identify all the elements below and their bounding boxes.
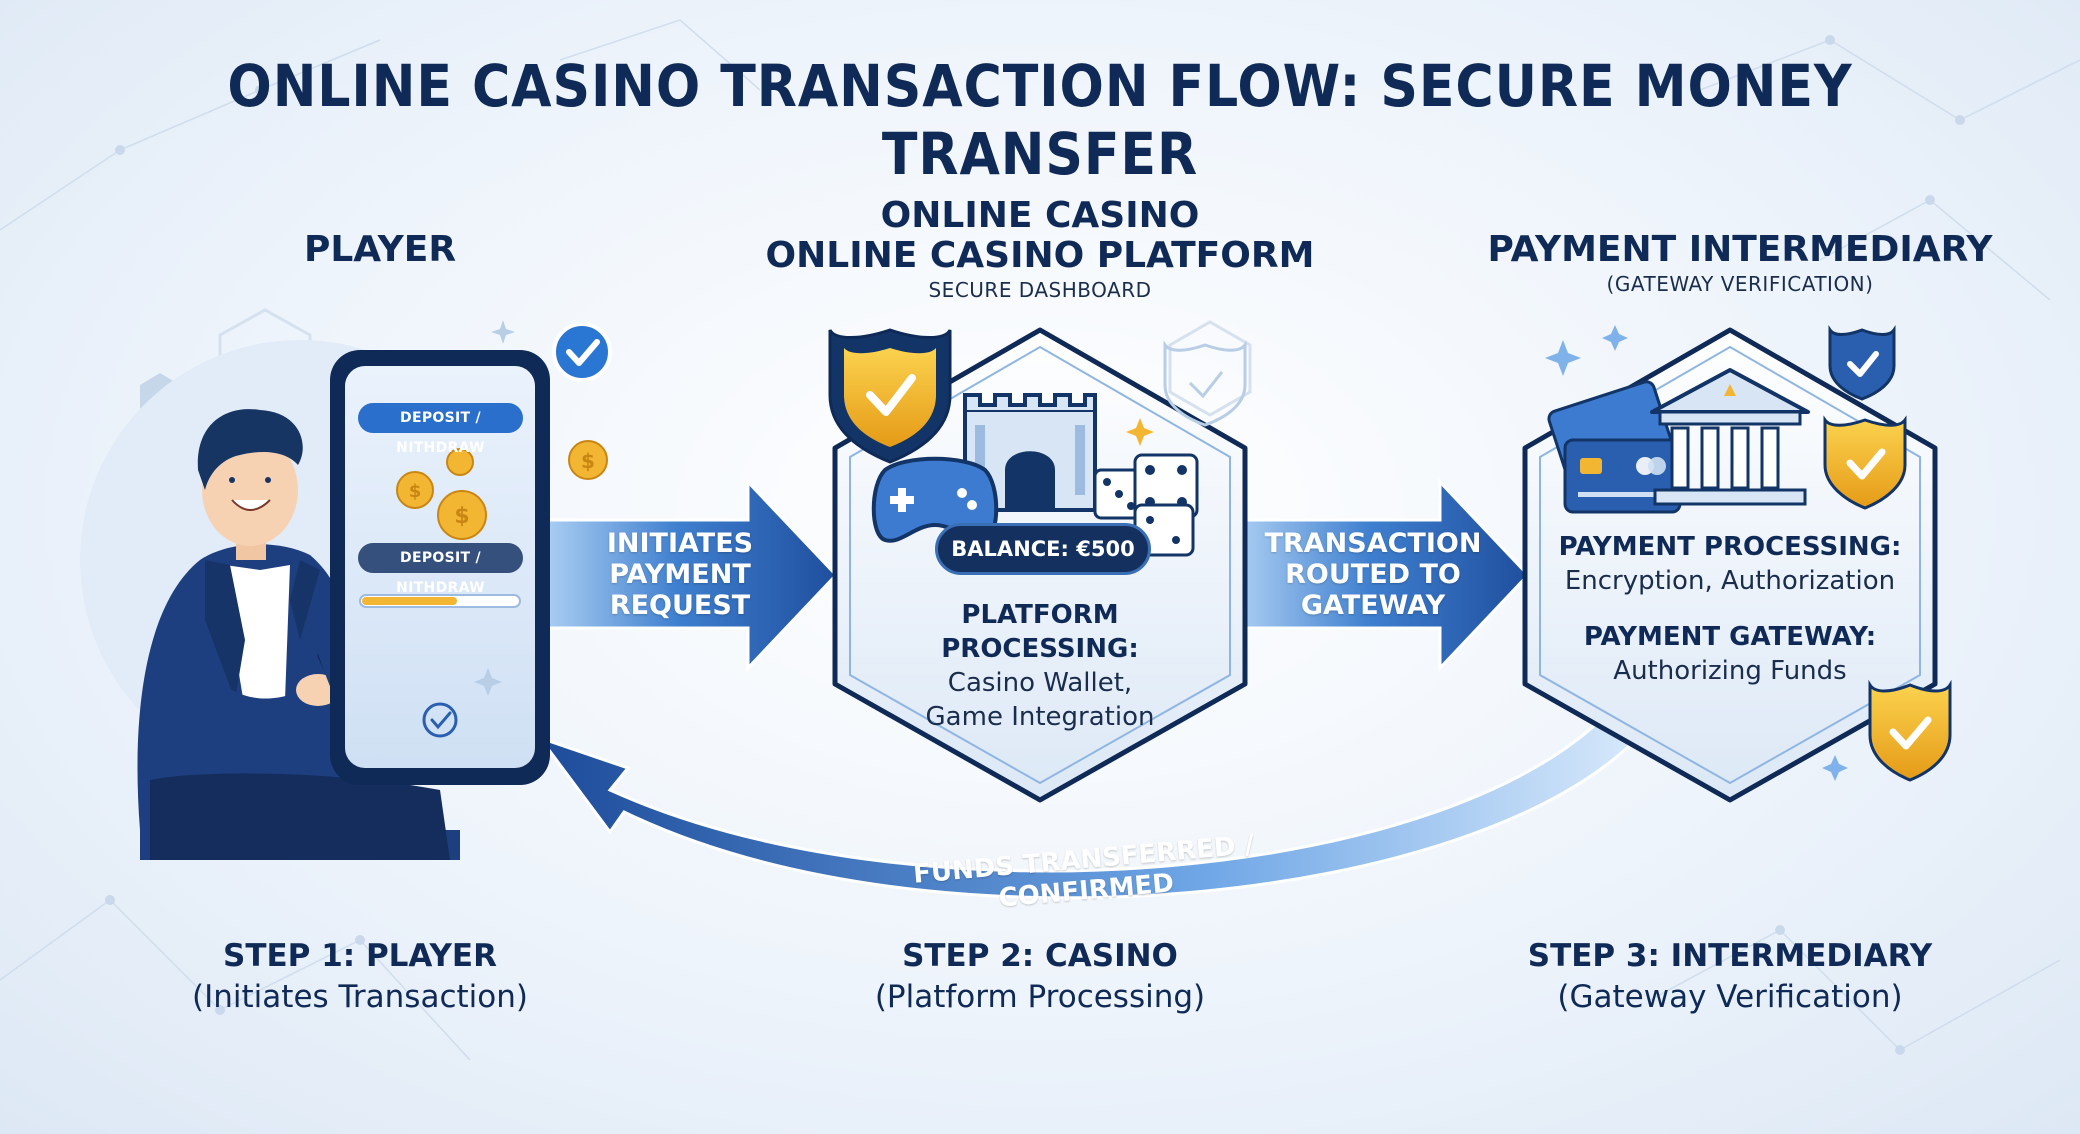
step-2-subtitle: (Platform Processing) bbox=[874, 979, 1206, 1015]
intermediary-heading-title: PAYMENT INTERMEDIARY bbox=[1487, 229, 1993, 270]
sparkle-icon bbox=[1545, 325, 1848, 781]
step-1-title: STEP 1: PLAYER bbox=[223, 938, 497, 974]
intermediary-heading: PAYMENT INTERMEDIARY (GATEWAY VERIFICATI… bbox=[1480, 230, 2000, 298]
intermediary-processing-text: PAYMENT PROCESSING: Encryption, Authoriz… bbox=[1545, 530, 1915, 688]
casino-processing-title: PLATFORM PROCESSING: bbox=[941, 600, 1139, 664]
step-3: STEP 3: INTERMEDIARY (Gateway Verificati… bbox=[1520, 936, 1940, 1018]
step-3-subtitle: (Gateway Verification) bbox=[1557, 979, 1903, 1015]
casino-subheading: SECURE DASHBOARD bbox=[928, 278, 1152, 302]
balance-badge: BALANCE: €500 bbox=[935, 523, 1151, 575]
payment-processing-title: PAYMENT PROCESSING: bbox=[1558, 532, 1902, 562]
payment-gateway-title: PAYMENT GATEWAY: bbox=[1583, 622, 1877, 652]
arrow-routed-label: TRANSACTION ROUTED TO GATEWAY bbox=[1258, 528, 1488, 621]
casino-processing-text: PLATFORM PROCESSING: Casino Wallet, Game… bbox=[860, 598, 1220, 734]
arrow-initiates-line3: REQUEST bbox=[609, 590, 751, 621]
arrow-initiates-line1: INITIATES bbox=[606, 528, 754, 559]
coin-icon: $ bbox=[568, 440, 608, 480]
phone-deposit-withdraw-button-bottom[interactable]: DEPOSIT / NITHDRAW bbox=[358, 543, 523, 596]
step-3-title: STEP 3: INTERMEDIARY bbox=[1527, 938, 1933, 974]
payment-gateway-detail: Authorizing Funds bbox=[1613, 656, 1847, 686]
shield-check-icon bbox=[1868, 679, 1952, 782]
arrow-routed-line2: ROUTED TO bbox=[1285, 559, 1461, 590]
arrow-initiates-payment bbox=[546, 478, 839, 672]
sparkle-icon bbox=[1126, 418, 1154, 446]
arrow-routed-line1: TRANSACTION bbox=[1264, 528, 1482, 559]
arrow-funds-returned bbox=[535, 702, 1643, 900]
casino-heading: ONLINE CASINO ONLINE CASINO PLATFORM SEC… bbox=[760, 196, 1320, 304]
bank-icon bbox=[1650, 368, 1810, 506]
svg-text:$: $ bbox=[409, 481, 422, 502]
arrow-initiates-line2: PAYMENT bbox=[609, 559, 751, 590]
player-heading: PLAYER bbox=[303, 229, 457, 270]
page-title: ONLINE CASINO TRANSACTION FLOW: SECURE M… bbox=[227, 52, 1853, 188]
payment-processing-detail: Encryption, Authorization bbox=[1564, 566, 1896, 596]
phone-deposit-withdraw-button-top[interactable]: DEPOSIT / NITHDRAW bbox=[358, 403, 523, 456]
credit-card-icon bbox=[1547, 380, 1682, 514]
shield-outline-icon bbox=[1163, 340, 1247, 427]
casino-processing-line2: Game Integration bbox=[925, 702, 1155, 732]
shield-check-icon bbox=[1828, 325, 1896, 401]
svg-text:$: $ bbox=[454, 504, 469, 529]
svg-text:$: $ bbox=[581, 449, 595, 473]
check-badge-icon bbox=[552, 322, 612, 382]
arrow-routed-to-gateway bbox=[1238, 478, 1531, 672]
step-1-subtitle: (Initiates Transaction) bbox=[192, 979, 528, 1015]
casino-heading-line1: ONLINE CASINO bbox=[880, 195, 1200, 236]
casino-heading-line2: ONLINE CASINO PLATFORM bbox=[765, 235, 1315, 276]
arrow-initiates-label: INITIATES PAYMENT REQUEST bbox=[580, 528, 780, 621]
shield-check-icon bbox=[828, 328, 952, 464]
step-1: STEP 1: PLAYER (Initiates Transaction) bbox=[170, 936, 550, 1018]
step-2-title: STEP 2: CASINO bbox=[902, 938, 1178, 974]
intermediary-subheading: (GATEWAY VERIFICATION) bbox=[1606, 272, 1874, 296]
casino-processing-line1: Casino Wallet, bbox=[947, 668, 1133, 698]
step-2: STEP 2: CASINO (Platform Processing) bbox=[840, 936, 1240, 1018]
arrow-routed-line3: GATEWAY bbox=[1300, 590, 1446, 621]
sparkle-icon bbox=[474, 320, 515, 696]
shield-check-icon bbox=[1823, 415, 1907, 510]
